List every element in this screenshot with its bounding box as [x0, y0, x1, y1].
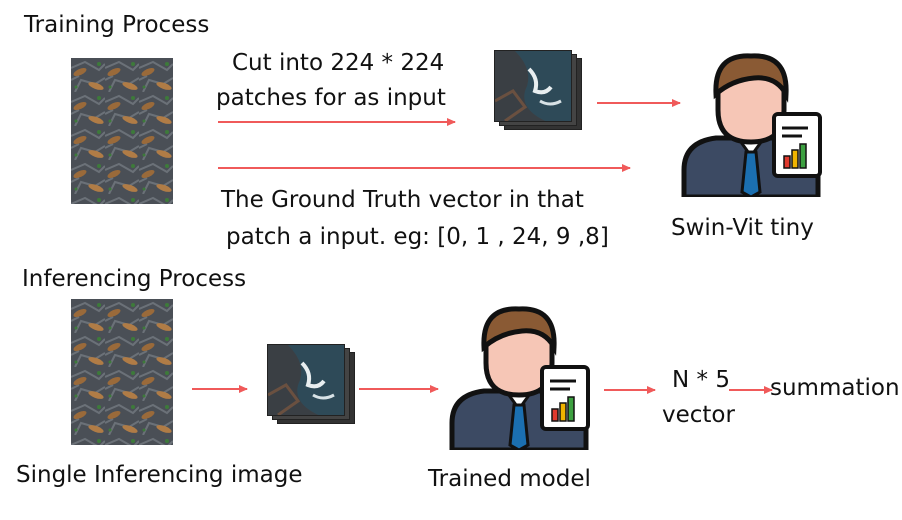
ground-truth-line1: The Ground Truth vector in that: [221, 187, 584, 213]
training-patch-stack: [494, 50, 586, 136]
single-image-label: Single Inferencing image: [16, 462, 303, 488]
tie-shape: [740, 150, 762, 197]
training-heading: Training Process: [24, 12, 210, 38]
ground-truth-line2: patch a input. eg: [0, 1 , 24, 9 ,8]: [226, 224, 609, 250]
hair-shape: [481, 306, 557, 356]
bar-chart-icon: [551, 396, 575, 422]
output-line2: vector: [662, 402, 735, 428]
swin-vit-label: Swin-Vit tiny: [671, 215, 814, 241]
aerial-photo-icon: [71, 58, 173, 204]
inference-aerial-image: [71, 299, 173, 445]
person-report-icon: [449, 306, 590, 450]
tie-shape: [508, 403, 530, 450]
patch-card-front: [494, 50, 572, 122]
patch-stack-icon: [495, 51, 571, 121]
summation-label: summation: [770, 375, 900, 401]
hair-shape: [713, 53, 789, 103]
bar-chart-icon: [783, 143, 807, 169]
patch-card-front: [267, 344, 345, 416]
patch-stack-icon: [268, 345, 344, 415]
trained-model-label: Trained model: [428, 466, 591, 492]
output-line1: N * 5: [672, 367, 730, 393]
training-aerial-image: [71, 58, 173, 204]
person-report-icon: [681, 53, 822, 197]
inference-patch-stack: [267, 344, 359, 430]
cut-instruction-line2: patches for as input: [216, 85, 446, 111]
inferencing-heading: Inferencing Process: [22, 266, 247, 292]
cut-instruction-line1: Cut into 224 * 224: [232, 50, 445, 76]
aerial-photo-icon: [71, 299, 173, 445]
